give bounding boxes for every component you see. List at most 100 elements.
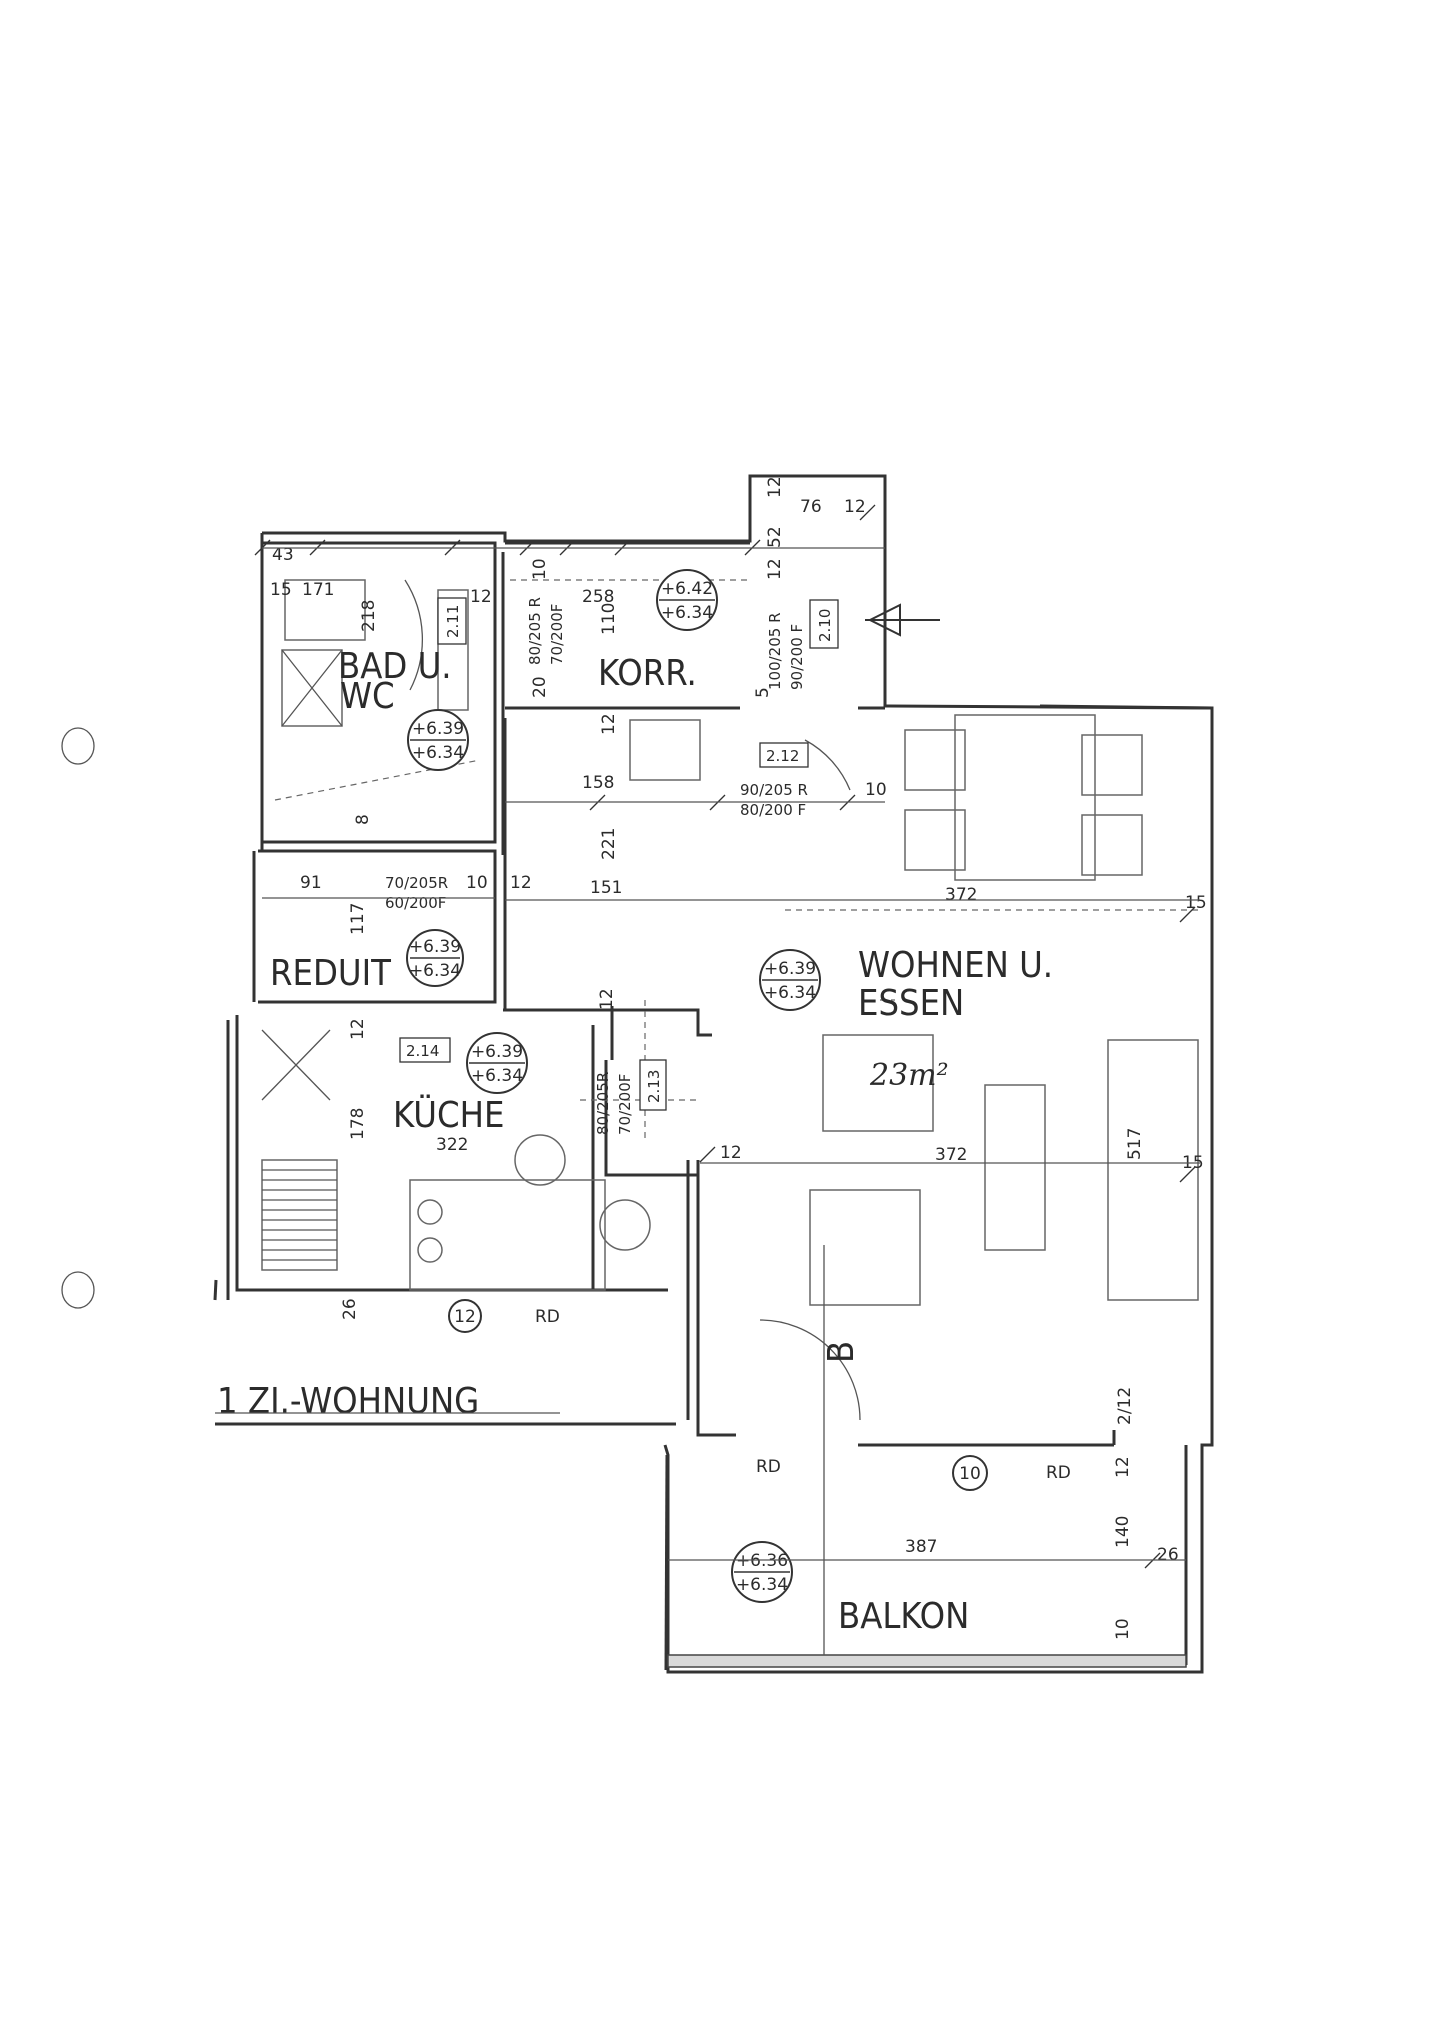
svg-text:+6.39: +6.39	[764, 959, 816, 979]
svg-text:70/200F: 70/200F	[616, 1074, 634, 1135]
svg-text:+6.34: +6.34	[471, 1066, 523, 1086]
svg-text:70/205R: 70/205R	[385, 874, 448, 892]
balcony-parapet	[667, 1654, 1187, 1668]
furniture	[261, 579, 1200, 1306]
svg-text:90/200 F: 90/200 F	[788, 624, 806, 690]
svg-text:12: 12	[348, 1018, 368, 1040]
binder-hole-bottom	[61, 1271, 95, 1309]
svg-text:+6.34: +6.34	[736, 1575, 788, 1595]
svg-text:151: 151	[590, 878, 622, 898]
svg-text:12: 12	[454, 1307, 476, 1327]
svg-text:12: 12	[470, 587, 492, 607]
tag-2-12: 2.12	[759, 742, 809, 768]
door-spec-kueche: 80/205R 70/200F	[594, 1072, 634, 1135]
svg-text:12: 12	[844, 497, 866, 517]
room-label-reduit: REDUIT	[270, 953, 391, 994]
svg-text:2.10: 2.10	[816, 609, 834, 642]
svg-text:+6.34: +6.34	[764, 983, 816, 1003]
door-spec-bad: 80/205 R 70/200F	[526, 597, 566, 665]
tag-2-13: 2.13	[639, 1059, 667, 1111]
svg-text:RD: RD	[535, 1307, 560, 1327]
level-marker-kueche: +6.39 +6.34	[466, 1032, 528, 1094]
svg-text:10: 10	[959, 1464, 981, 1484]
svg-text:171: 171	[302, 580, 334, 600]
svg-text:218: 218	[359, 600, 379, 632]
svg-text:100/205 R: 100/205 R	[766, 612, 784, 690]
svg-text:10: 10	[530, 558, 550, 580]
svg-text:2.12: 2.12	[766, 747, 799, 765]
svg-text:178: 178	[348, 1108, 368, 1140]
entry-arrow-icon	[865, 603, 940, 637]
svg-text:+6.34: +6.34	[409, 961, 461, 981]
svg-text:RD: RD	[1046, 1463, 1071, 1483]
door-spec-wohnen: 90/205 R 80/200 F	[740, 781, 808, 819]
interior-walls	[258, 474, 1213, 1671]
svg-text:43: 43	[272, 545, 294, 565]
svg-text:221: 221	[599, 828, 619, 860]
svg-text:2/12: 2/12	[1115, 1387, 1135, 1425]
svg-text:+6.39: +6.39	[409, 937, 461, 957]
room-label-essen: ESSEN	[858, 983, 964, 1024]
svg-text:12: 12	[599, 713, 619, 735]
level-marker-bad: +6.39 +6.34	[407, 709, 469, 771]
svg-text:12: 12	[765, 476, 785, 498]
svg-text:110: 110	[599, 603, 619, 635]
svg-text:8: 8	[353, 814, 373, 825]
svg-text:517: 517	[1125, 1128, 1145, 1160]
svg-text:+6.36: +6.36	[736, 1551, 788, 1571]
door-swings	[404, 579, 861, 1655]
section-marker-b: B	[821, 1341, 862, 1363]
room-label-balkon: BALKON	[838, 1596, 969, 1637]
dimension-labels: 43 15 171 218 12 10 20 258 110 12 52 12 …	[270, 476, 1207, 1640]
svg-text:2.13: 2.13	[645, 1070, 663, 1103]
svg-text:26: 26	[1157, 1545, 1179, 1565]
svg-text:5: 5	[753, 687, 773, 698]
binder-hole-top	[61, 727, 95, 765]
dimension-circle-12: 12	[448, 1299, 482, 1333]
svg-text:258: 258	[582, 587, 614, 607]
svg-text:+6.34: +6.34	[412, 743, 464, 763]
room-label-wc: WC	[340, 676, 395, 717]
svg-text:12: 12	[720, 1143, 742, 1163]
svg-text:12: 12	[1113, 1456, 1133, 1478]
svg-text:12: 12	[765, 558, 785, 580]
svg-text:60/200F: 60/200F	[385, 894, 446, 912]
svg-text:80/205 R: 80/205 R	[526, 597, 544, 665]
svg-text:10: 10	[865, 780, 887, 800]
level-marker-balkon: +6.36 +6.34	[731, 1541, 793, 1603]
svg-text:80/200 F: 80/200 F	[740, 801, 806, 819]
svg-text:+6.34: +6.34	[661, 603, 713, 623]
svg-text:+6.39: +6.39	[412, 719, 464, 739]
apartment-title: 1 ZI.-WOHNUNG	[217, 1381, 479, 1422]
svg-text:15: 15	[1185, 893, 1207, 913]
svg-text:+6.42: +6.42	[661, 579, 713, 599]
tag-2-14: 2.14	[399, 1037, 451, 1063]
svg-text:322: 322	[436, 1135, 468, 1155]
svg-text:+6.39: +6.39	[471, 1042, 523, 1062]
svg-text:372: 372	[935, 1145, 967, 1165]
svg-text:52: 52	[765, 526, 785, 548]
room-label-wohnen: WOHNEN U.	[858, 945, 1053, 986]
dimension-circle-10: 10	[952, 1455, 988, 1491]
svg-text:158: 158	[582, 773, 614, 793]
svg-text:117: 117	[348, 903, 368, 935]
room-label-bad: BAD U.	[338, 646, 452, 687]
svg-text:26: 26	[340, 1298, 360, 1320]
room-label-kueche: KÜCHE	[393, 1094, 504, 1136]
svg-text:372: 372	[945, 885, 977, 905]
svg-text:140: 140	[1113, 1516, 1133, 1548]
svg-text:15: 15	[270, 580, 292, 600]
svg-text:80/205R: 80/205R	[594, 1072, 612, 1135]
tag-2-11: 2.11	[437, 597, 467, 645]
room-label-korr: KORR.	[598, 653, 697, 694]
svg-text:RD: RD	[756, 1457, 781, 1477]
svg-text:2.11: 2.11	[444, 605, 462, 638]
svg-text:76: 76	[800, 497, 822, 517]
svg-text:20: 20	[530, 676, 550, 698]
handwritten-area-note: 23m²	[869, 1058, 949, 1093]
svg-text:12: 12	[597, 988, 617, 1010]
svg-text:90/205 R: 90/205 R	[740, 781, 808, 799]
dimension-lines	[215, 547, 1200, 1561]
tag-2-10: 2.10	[809, 599, 839, 649]
